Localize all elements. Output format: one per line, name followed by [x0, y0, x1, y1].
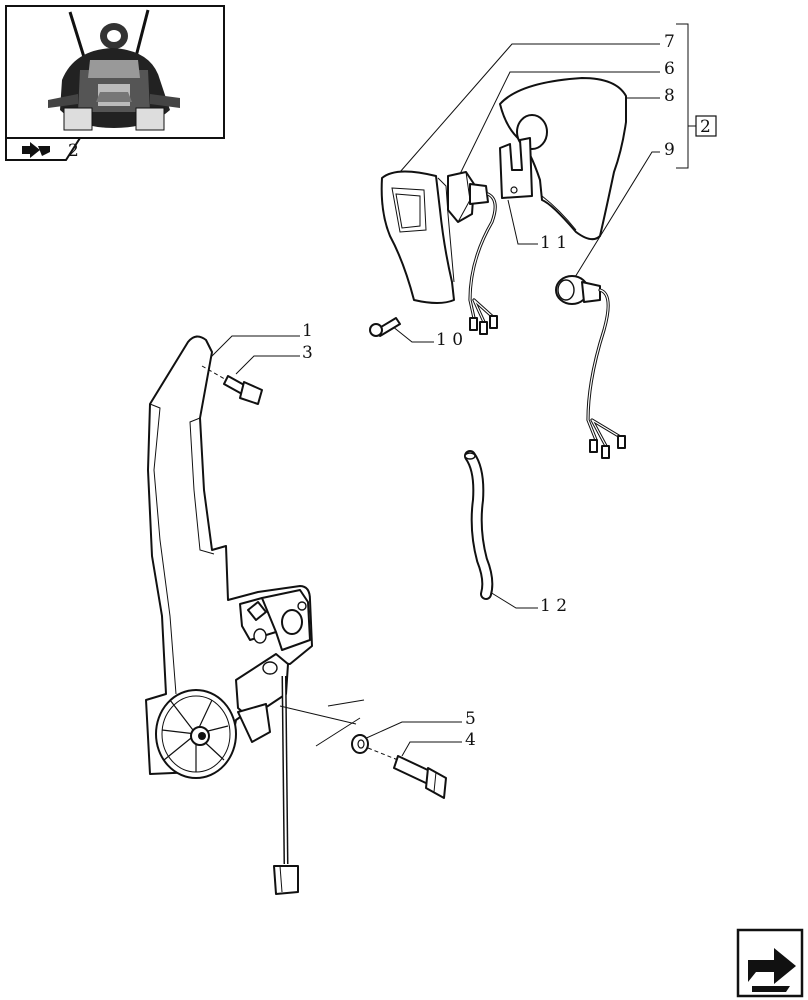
- leader-7: [399, 43, 660, 173]
- part-12-hose[interactable]: [464, 450, 494, 600]
- leader-5: [361, 721, 462, 741]
- part-3-bolt[interactable]: [201, 365, 263, 405]
- leader-4: [401, 741, 462, 757]
- tractor-thumbnail[interactable]: [5, 5, 225, 139]
- next-page-arrow-icon[interactable]: [736, 928, 804, 998]
- callout-9[interactable]: 9: [664, 140, 675, 160]
- group-reference-box[interactable]: 2: [695, 115, 717, 137]
- callout-3[interactable]: 3: [302, 343, 313, 363]
- part-1-lever-arm[interactable]: [145, 335, 365, 895]
- leader-3: [235, 355, 300, 375]
- group-bracket: [676, 23, 696, 169]
- part-8-lever-cover[interactable]: [499, 77, 627, 241]
- part-4-bolt[interactable]: [367, 747, 447, 799]
- callout-10[interactable]: 1 0: [436, 330, 463, 350]
- part-9-sensor[interactable]: [555, 275, 626, 459]
- group-reference-number: 2: [700, 117, 711, 137]
- thumbnail-badge-text: 2: [68, 141, 79, 161]
- callout-8[interactable]: 8: [664, 86, 675, 106]
- callout-11[interactable]: 1 1: [540, 233, 567, 253]
- part-5-washer[interactable]: [351, 734, 369, 754]
- part-7-lever-grip-shell[interactable]: [380, 170, 455, 304]
- callout-12[interactable]: 1 2: [540, 596, 567, 616]
- part-11-bracket[interactable]: [499, 137, 533, 199]
- leader-6: [459, 71, 660, 175]
- thumbnail-nav-badge[interactable]: 2: [5, 137, 82, 161]
- callout-1[interactable]: 1: [302, 321, 313, 341]
- callout-6[interactable]: 6: [664, 59, 675, 79]
- arrow-icon: [22, 142, 50, 158]
- leader-10: [391, 325, 434, 343]
- leader-12: [489, 591, 538, 609]
- callout-4[interactable]: 4: [465, 730, 476, 750]
- leader-9: [571, 151, 660, 283]
- part-6-switch[interactable]: [447, 171, 498, 335]
- callout-5[interactable]: 5: [465, 709, 476, 729]
- callout-7[interactable]: 7: [664, 32, 675, 52]
- leader-11: [507, 199, 538, 245]
- part-10-screw[interactable]: [369, 317, 401, 337]
- leader-1: [201, 335, 300, 367]
